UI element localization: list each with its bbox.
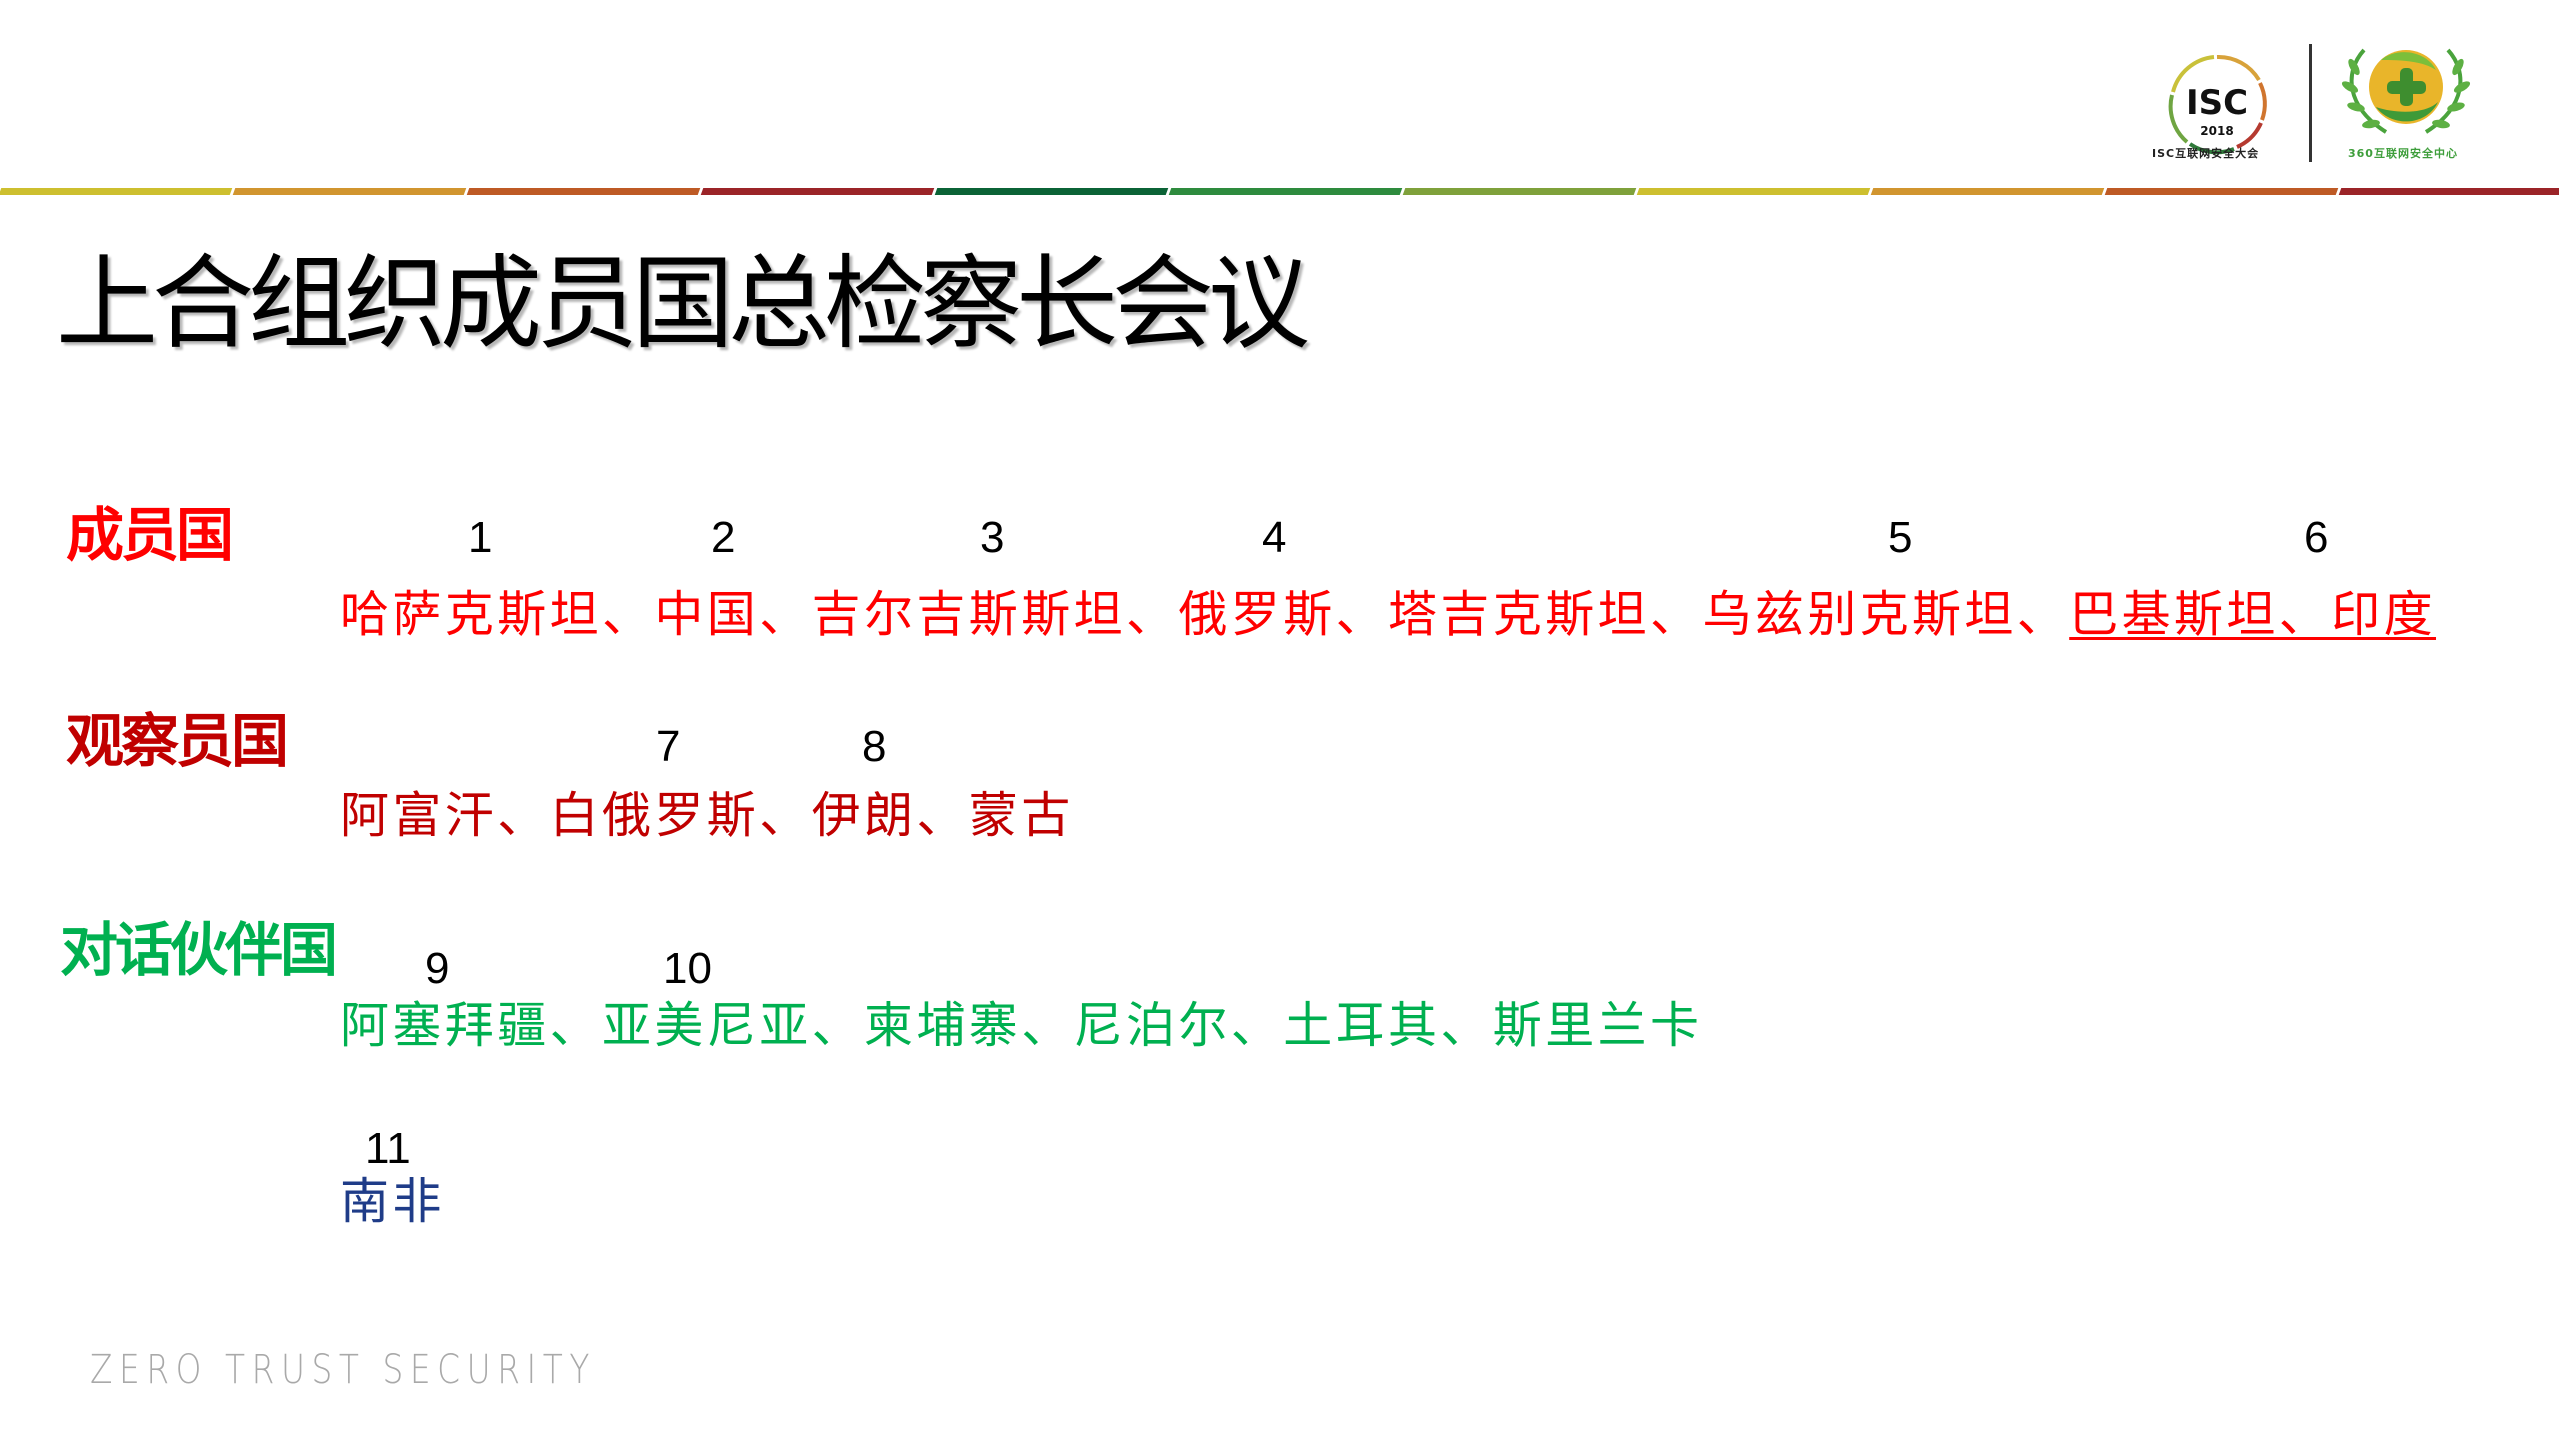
dialogue-partners-label: 对话伙伴国 — [60, 916, 338, 984]
footer-brand-text: ZERO TRUST SECURITY — [90, 1347, 596, 1393]
observer-countries: 阿富汗、白俄罗斯、伊朗、蒙古 — [340, 787, 1074, 844]
band-segment — [2104, 188, 2339, 195]
svg-text:ISC: ISC — [2186, 83, 2248, 123]
partner-number: 10 — [663, 944, 712, 993]
band-segment — [1168, 188, 1403, 195]
member-countries-underlined: 巴基斯坦、印度 — [2069, 586, 2437, 643]
partner-number: 9 — [425, 944, 450, 993]
member-number: 5 — [1888, 513, 1913, 562]
member-countries: 哈萨克斯坦、中国、吉尔吉斯斯坦、俄罗斯、塔吉克斯坦、乌兹别克斯坦、巴基斯坦、印度 — [340, 585, 2436, 645]
member-number: 6 — [2304, 513, 2329, 562]
band-segment — [466, 188, 701, 195]
band-segment — [934, 188, 1169, 195]
members-label: 成员国 — [66, 501, 234, 569]
isc-logo-caption: ISC互联网安全大会 — [2152, 147, 2260, 160]
svg-text:2018: 2018 — [2200, 124, 2233, 138]
360-shield-laurel-logo-icon — [2336, 32, 2476, 172]
band-segment — [2338, 188, 2559, 195]
other-number: 11 — [365, 1124, 411, 1173]
logo-divider — [2309, 44, 2312, 162]
color-band-divider — [0, 188, 2559, 195]
band-segment — [232, 188, 467, 195]
360-logo-caption: 360互联网安全中心 — [2348, 147, 2458, 160]
band-segment — [700, 188, 935, 195]
member-number: 4 — [1262, 513, 1287, 562]
other-countries: 南非 — [340, 1173, 445, 1230]
member-number: 3 — [980, 513, 1005, 562]
observer-number: 7 — [656, 722, 681, 771]
band-segment — [0, 188, 233, 195]
member-number: 1 — [468, 513, 493, 562]
member-countries-main: 哈萨克斯坦、中国、吉尔吉斯斯坦、俄罗斯、塔吉克斯坦、乌兹别克斯坦、 — [340, 586, 2070, 643]
band-segment — [1636, 188, 1871, 195]
isc-2018-logo-icon: ISC 2018 — [2152, 40, 2282, 170]
band-segment — [1870, 188, 2105, 195]
band-segment — [1402, 188, 1637, 195]
page-title: 上合组织成员国总检察长会议 — [56, 245, 1310, 364]
partner-countries: 阿塞拜疆、亚美尼亚、柬埔寨、尼泊尔、土耳其、斯里兰卡 — [340, 997, 1703, 1054]
observer-number: 8 — [862, 722, 887, 771]
observers-label: 观察员国 — [66, 707, 289, 775]
member-number: 2 — [711, 513, 736, 562]
